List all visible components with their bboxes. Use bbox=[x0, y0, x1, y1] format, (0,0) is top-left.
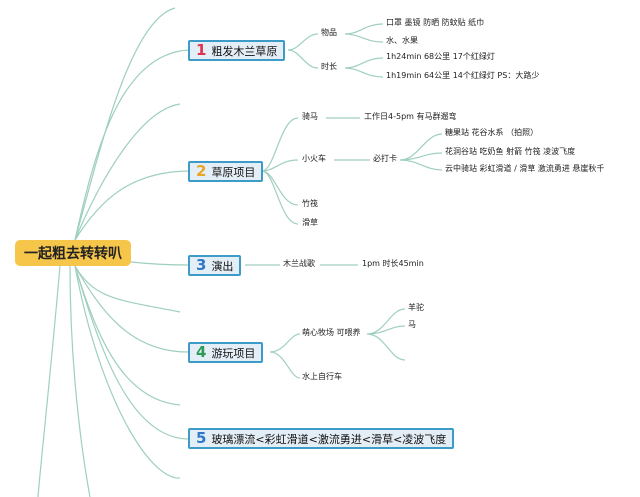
link-root-extra-4 bbox=[74, 265, 181, 406]
node-shichang[interactable]: 时长 bbox=[321, 62, 337, 71]
node-shuishang[interactable]: 水上自行车 bbox=[302, 372, 342, 381]
node-mengxin[interactable]: 萌心牧场 可喂养 bbox=[302, 328, 361, 337]
link-root-b5 bbox=[74, 265, 189, 440]
branch-1-node[interactable]: 1 粗发木兰草原 bbox=[188, 40, 286, 61]
link-mengxin-children bbox=[366, 308, 406, 361]
link-root-extra-5 bbox=[74, 265, 181, 479]
node-wupin-item-2[interactable]: 水、水果 bbox=[386, 36, 418, 45]
link-b4-children bbox=[269, 333, 301, 379]
link-b1-wupin bbox=[287, 33, 319, 51]
branch-4-node[interactable]: 4 游玩项目 bbox=[188, 342, 264, 363]
node-bidaka[interactable]: 必打卡 bbox=[373, 154, 397, 163]
node-yangtuo[interactable]: 羊驼 bbox=[408, 303, 424, 312]
link-root-extra-6 bbox=[69, 265, 91, 497]
node-ma[interactable]: 马 bbox=[408, 320, 416, 329]
branch-label: 演出 bbox=[211, 259, 234, 273]
node-zhufa[interactable]: 竹筏 bbox=[302, 199, 318, 208]
node-show-note[interactable]: 1pm 时长45min bbox=[362, 259, 424, 268]
branch-2-node[interactable]: 2 草原项目 bbox=[188, 161, 264, 182]
link-root-extra-1 bbox=[74, 7, 176, 241]
node-huacao[interactable]: 滑草 bbox=[302, 218, 318, 227]
link-root-b3 bbox=[130, 261, 189, 266]
branch-label: 玻璃漂流<彩虹滑道<激流勇进<滑草<凌波飞度 bbox=[211, 432, 447, 446]
node-qima[interactable]: 骑马 bbox=[302, 112, 318, 121]
node-stop-3[interactable]: 云中骑站 彩虹滑道 / 滑草 激流勇进 悬崖秋千 bbox=[445, 164, 605, 173]
branch-number: 5 bbox=[196, 429, 207, 447]
branch-number: 4 bbox=[196, 343, 207, 361]
node-time-1[interactable]: 1h24min 68公里 17个红绿灯 bbox=[386, 52, 495, 61]
branch-label: 草原项目 bbox=[211, 165, 256, 179]
node-stop-1[interactable]: 糖果站 花谷水系 （拍照） bbox=[445, 128, 539, 137]
link-root-extra-7 bbox=[37, 265, 61, 497]
link-wupin-items bbox=[344, 23, 384, 43]
branch-label: 粗发木兰草原 bbox=[211, 44, 278, 58]
branch-number: 2 bbox=[196, 162, 207, 180]
node-qima-note[interactable]: 工作日4-5pm 有马群遛弯 bbox=[364, 112, 457, 121]
branch-number: 1 bbox=[196, 41, 207, 59]
node-xiaohuoche[interactable]: 小火车 bbox=[302, 154, 326, 163]
link-shichang-times bbox=[344, 57, 384, 78]
root-node[interactable]: 一起粗去转转叭 bbox=[15, 240, 131, 266]
branch-5-node[interactable]: 5 玻璃漂流<彩虹滑道<激流勇进<滑草<凌波飞度 bbox=[188, 428, 455, 449]
link-root-b2 bbox=[74, 170, 189, 241]
link-root-b4 bbox=[74, 265, 189, 353]
node-show[interactable]: 木兰战歌 bbox=[283, 259, 315, 268]
branch-number: 3 bbox=[196, 256, 207, 274]
node-wupin-item-1[interactable]: 口罩 墨镜 防晒 防蚊贴 纸巾 bbox=[386, 18, 485, 27]
link-root-b1 bbox=[74, 49, 189, 241]
link-root-extra-2 bbox=[74, 103, 181, 241]
branch-3-node[interactable]: 3 演出 bbox=[188, 255, 242, 276]
node-wupin[interactable]: 物品 bbox=[321, 28, 337, 37]
link-b1-shichang bbox=[287, 49, 319, 69]
node-stop-2[interactable]: 花洞谷站 吃奶鱼 射箭 竹筏 凌波飞度 bbox=[445, 147, 576, 156]
link-b2-children bbox=[261, 117, 299, 225]
link-root-extra-3 bbox=[74, 265, 181, 313]
branch-label: 游玩项目 bbox=[211, 346, 256, 360]
node-time-2[interactable]: 1h19min 64公里 14个红绿灯 PS：大路少 bbox=[386, 71, 540, 80]
link-bidaka-stops bbox=[399, 133, 443, 171]
